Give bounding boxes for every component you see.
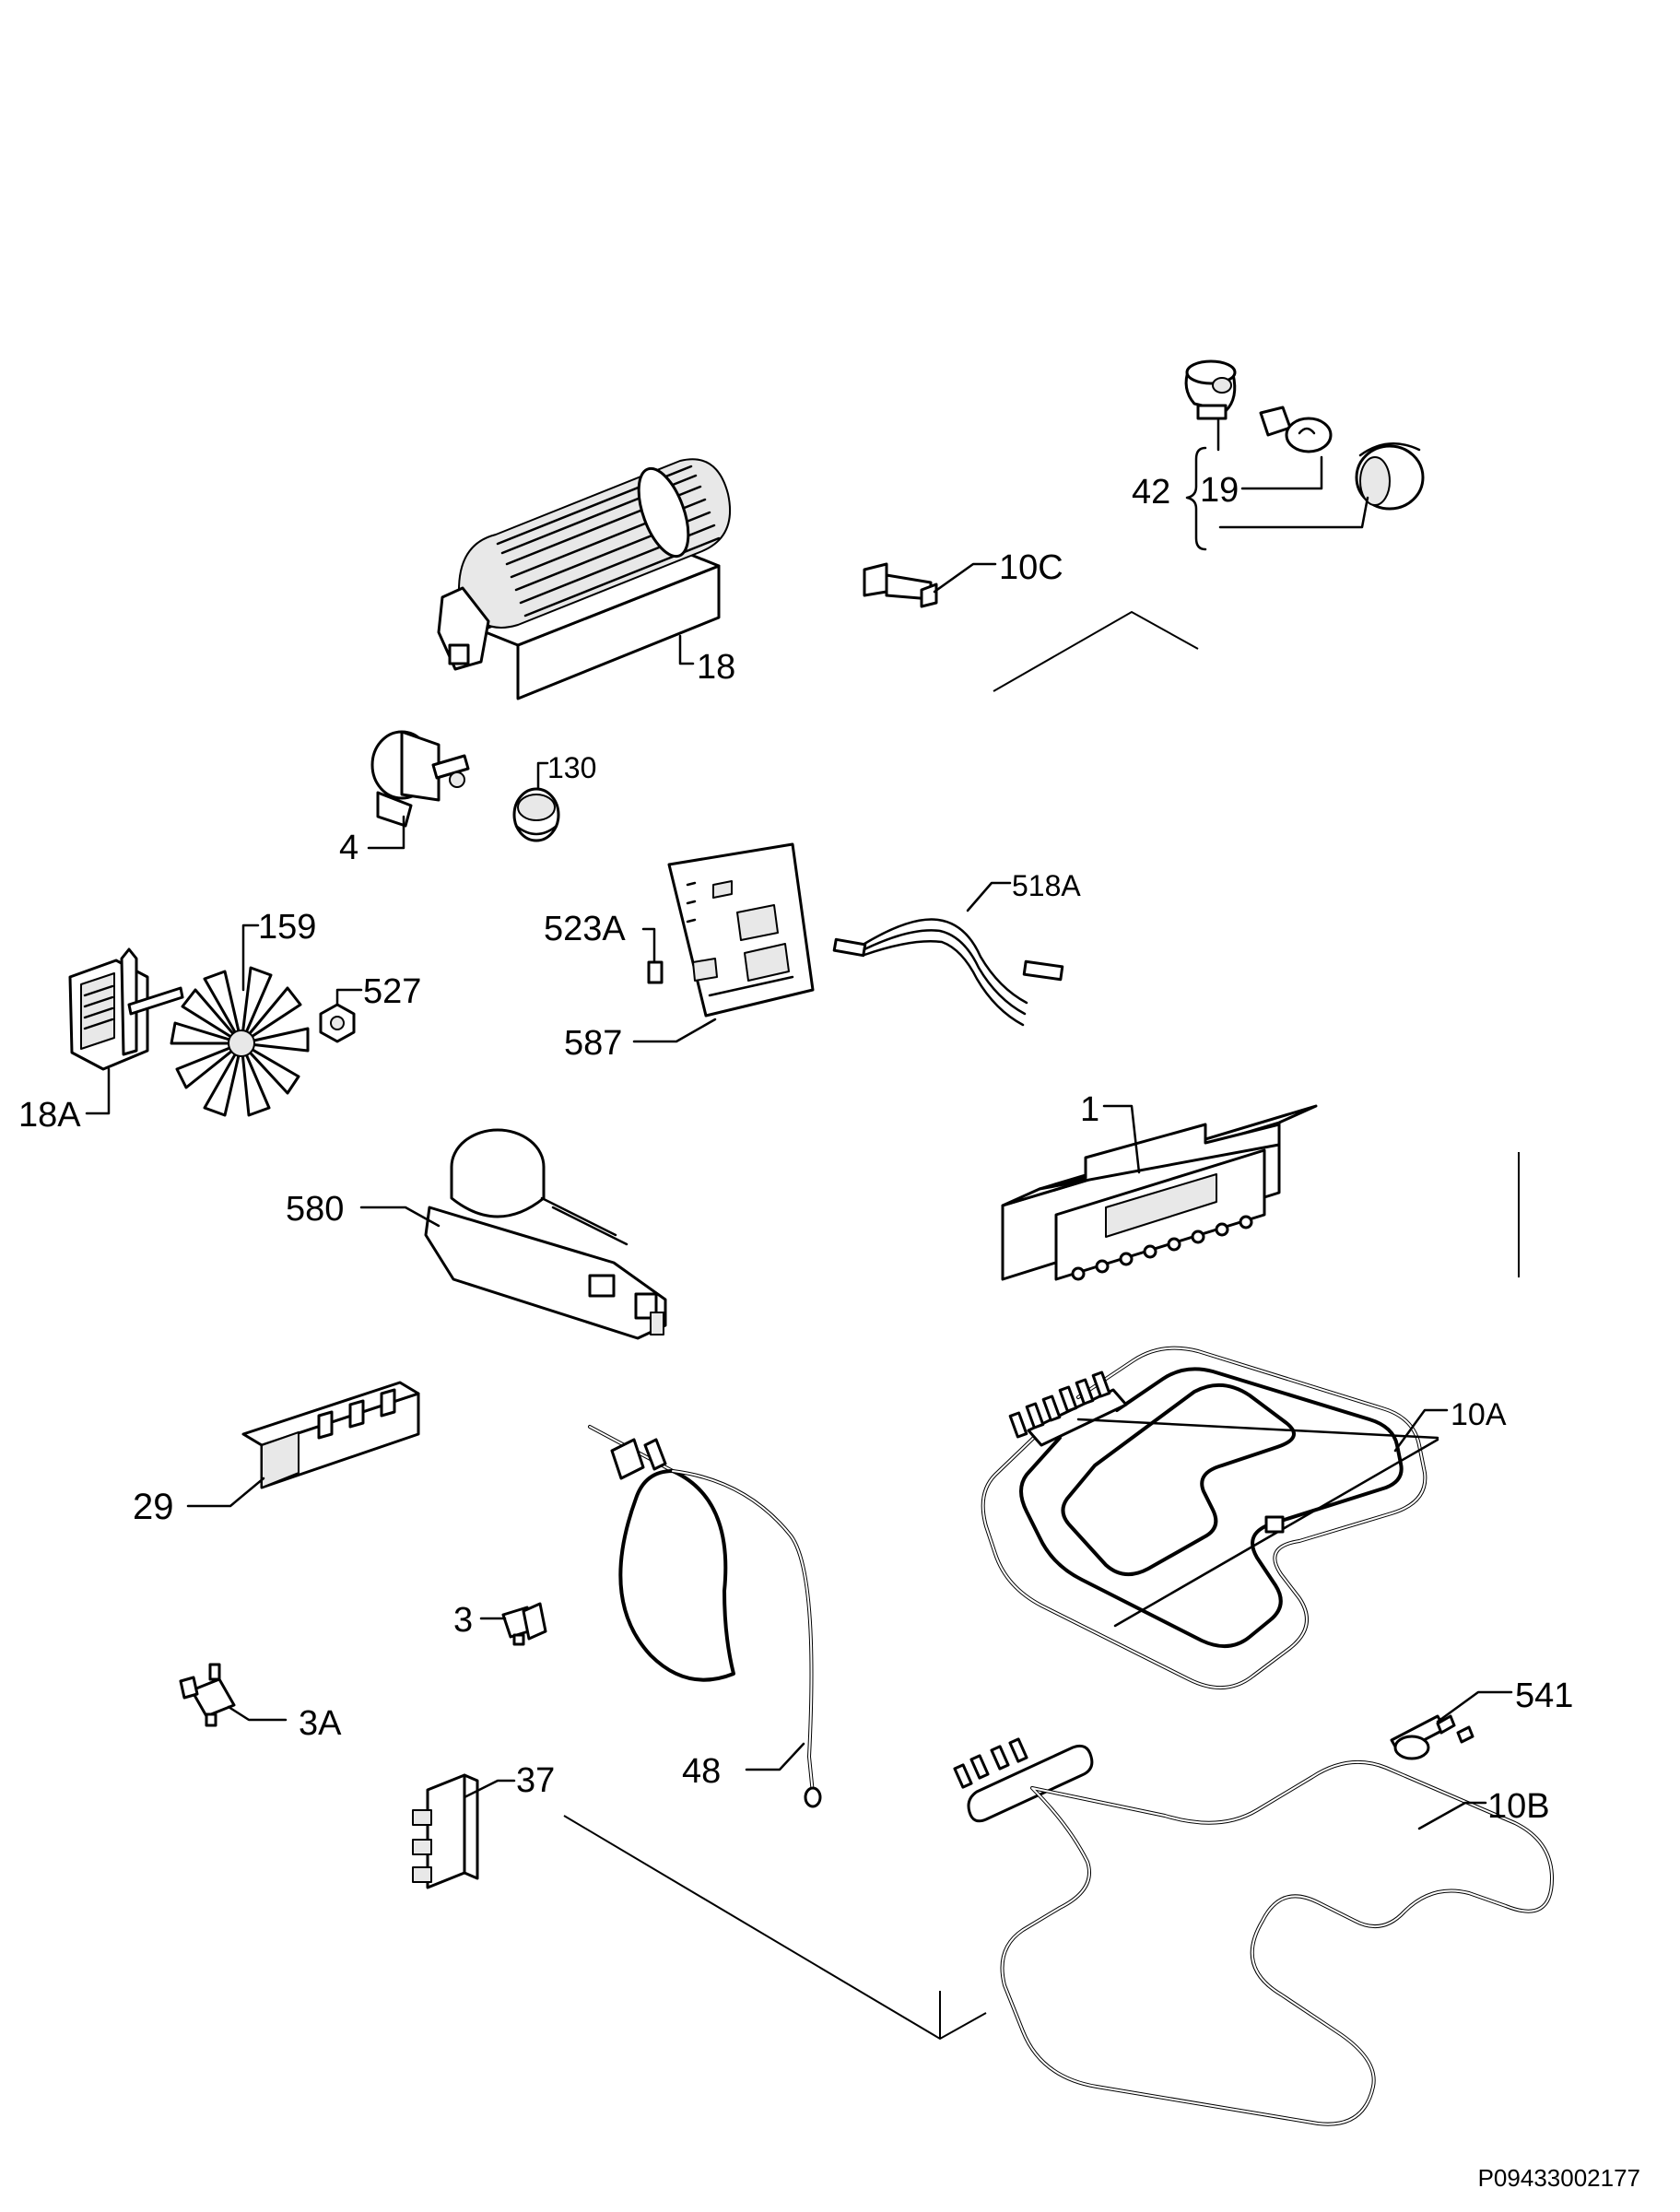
part-3a-switch [179,1663,236,1727]
label-527: 527 [363,972,421,1011]
part-18-tangential-fan [437,458,732,700]
part-518a-wiring-harness [832,918,1064,1027]
leader-159 [241,924,260,992]
label-3a: 3A [299,1704,342,1743]
leader-10a [1393,1408,1449,1453]
part-18a-fan-motor [68,947,184,1071]
part-1-control-panel [1001,1104,1318,1281]
label-48: 48 [682,1752,721,1791]
part-10a-grill-element [981,1346,1439,1690]
label-580: 580 [286,1190,344,1229]
label-4: 4 [339,829,358,867]
part-527-nut [319,1003,356,1043]
label-10b: 10B [1487,1787,1550,1826]
part-42-lamp-cover [1355,442,1425,511]
label-159: 159 [258,908,316,947]
leader-527 [335,988,363,1006]
part-42-lamp-holder [1184,359,1237,420]
part-10c-clip [863,562,938,608]
part-19-lamp-bulb [1259,406,1333,453]
leader-37 [463,1779,516,1799]
part-580-motor-bracket [424,1128,667,1340]
leader-18a [85,1067,111,1115]
leader-4 [367,815,405,850]
label-10a: 10A [1451,1397,1507,1432]
label-19: 19 [1200,471,1239,510]
label-518a: 518A [1012,869,1081,902]
label-10c: 10C [999,548,1063,587]
control-panel-buttons [1071,1215,1253,1281]
leader-10c [933,562,997,594]
part-10b-lower-element [953,1737,1554,2126]
terminals-10a [1008,1371,1111,1439]
leader-19 [1240,455,1323,490]
label-541: 541 [1515,1677,1573,1715]
leader-587 [632,1018,717,1043]
label-130: 130 [547,751,596,784]
label-18: 18 [697,648,735,687]
leader-1 [1102,1104,1141,1174]
label-3: 3 [453,1601,473,1640]
leader-523a [641,927,656,962]
leader-3a [227,1705,288,1722]
leader-541 [1436,1690,1513,1724]
bracket-42 [1185,446,1207,551]
part-159-fan-impeller [170,966,310,1117]
guide-line-bottom [563,1815,987,2041]
leader-48 [745,1742,805,1771]
guide-line-top [993,610,1199,692]
terminals-10b [953,1737,1028,1789]
label-523a: 523A [544,910,626,948]
part-130-bushing [512,787,560,842]
part-587-control-board [667,842,815,1018]
leader-42-cover [1218,496,1369,529]
part-48-temperature-sensor [588,1425,822,1808]
part-29-ignition-generator [241,1381,420,1489]
drawing-code: P09433002177 [1478,2164,1640,2192]
label-1: 1 [1080,1090,1099,1129]
label-18a: 18A [18,1096,81,1135]
part-37-terminal-block [412,1773,479,1889]
part-3-switch [501,1602,547,1646]
leader-518a [966,881,1012,912]
label-587: 587 [564,1024,622,1063]
label-29: 29 [133,1487,174,1527]
part-541-socket [1390,1714,1474,1760]
leader-29 [186,1477,265,1508]
label-37: 37 [516,1761,555,1800]
label-42: 42 [1132,473,1170,512]
leader-18 [678,634,695,665]
leader-10b [1417,1801,1487,1830]
leader-580 [359,1206,441,1228]
part-4-motor [370,730,470,828]
part-523a-connector [647,960,664,984]
leader-130 [536,761,549,791]
